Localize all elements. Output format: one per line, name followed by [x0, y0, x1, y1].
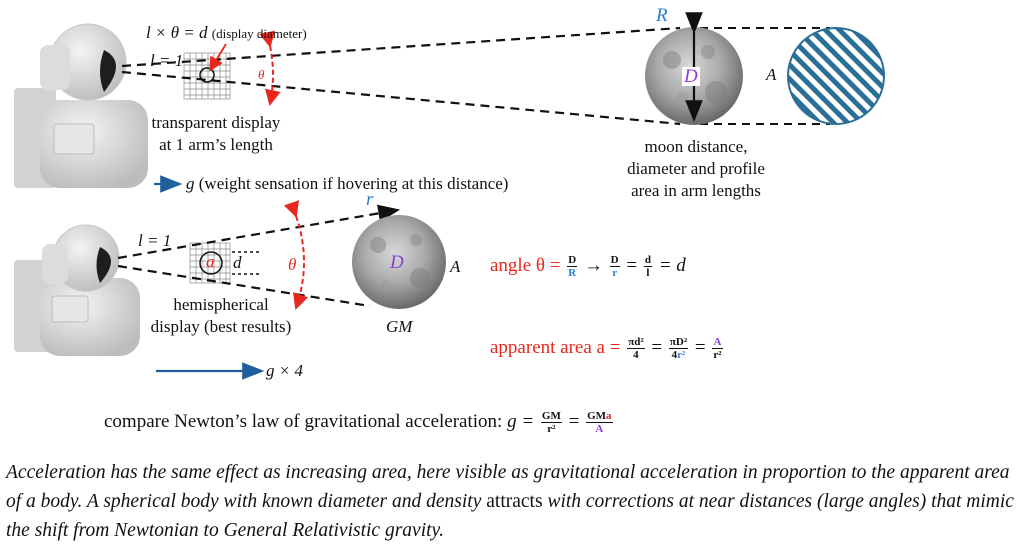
- grid-display-icon-bottom: [189, 242, 262, 284]
- R-label: R: [656, 5, 668, 26]
- theta-angle-arrow-top: [259, 30, 281, 106]
- r-label: r: [366, 189, 374, 210]
- astronaut-figure-bottom: [14, 224, 140, 356]
- theta-label-bottom: θ: [288, 255, 297, 274]
- D-label-top: D: [682, 66, 700, 87]
- weight-label-bottom: g × 4: [266, 361, 303, 380]
- moon-image-bottom: [352, 215, 446, 309]
- A-label-bottom: A: [450, 257, 461, 276]
- display-label-bottom: hemispherical display (best results): [150, 295, 292, 336]
- pointer-arrow: [209, 43, 227, 72]
- newton-formula: compare Newton’s law of gravitational ac…: [104, 410, 613, 436]
- moon-label-top: moon distance, diameter and profile area…: [627, 137, 765, 200]
- A-label-top: A: [766, 65, 777, 84]
- formula-l-theta-d: l × θ = d (display diameter): [146, 23, 307, 42]
- l-equals-1-top: l = 1: [150, 51, 184, 70]
- theta-angle-arrow-bottom: [283, 200, 309, 310]
- sightline-upper-bottom: [117, 204, 401, 260]
- l-equals-1-bottom: l = 1: [138, 231, 172, 250]
- D-label-bottom: D: [390, 252, 404, 273]
- hatched-disk-icon: [787, 27, 885, 125]
- theta-label-top: θ: [258, 67, 265, 82]
- display-label-top: transparent display at 1 arm’s length: [151, 113, 281, 154]
- a-label-bottom: a: [206, 252, 215, 271]
- figure-caption: Acceleration has the same effect as incr…: [6, 462, 1014, 541]
- weight-label-top: g (weight sensation if hovering at this …: [186, 174, 509, 193]
- sightline-lower-bottom: [117, 264, 371, 308]
- d-label-bottom: d: [233, 253, 242, 272]
- astronaut-figure-top: [14, 23, 148, 188]
- GM-label: GM: [386, 317, 413, 336]
- sightline-lower-top: [121, 70, 681, 126]
- grid-display-icon-top: [183, 52, 231, 100]
